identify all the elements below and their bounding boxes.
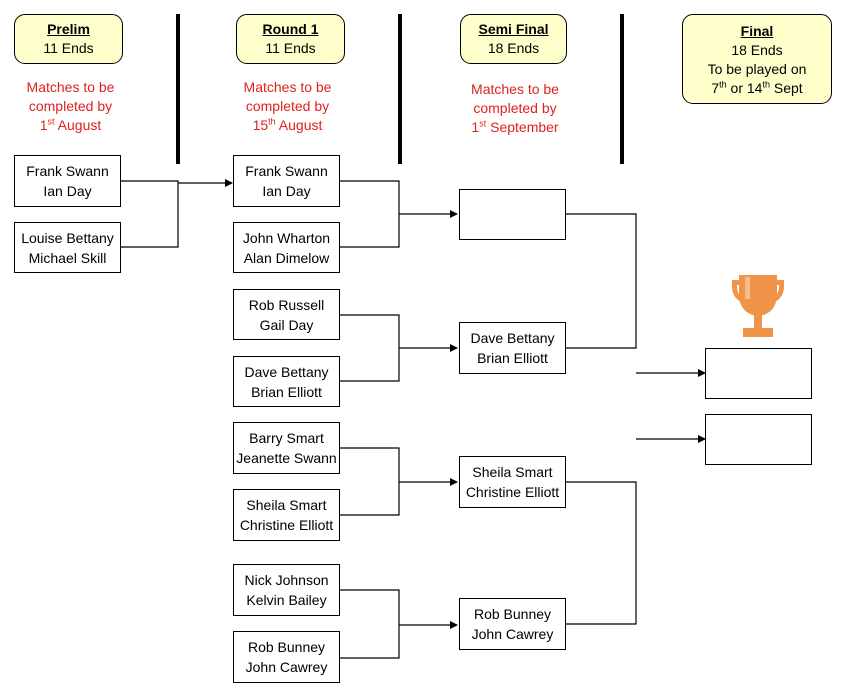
- header-final-ends: 18 Ends: [731, 42, 783, 58]
- team-player-2: Alan Dimelow: [243, 249, 330, 266]
- note-prelim: Matches to be completed by 1st August: [26, 79, 115, 133]
- final-team-1[interactable]: [705, 348, 812, 399]
- divider-1: [176, 14, 180, 164]
- team-player-1: Rob Russell: [248, 296, 325, 313]
- team-player-2: John Cawrey: [471, 626, 554, 642]
- team-player-2: Gail Day: [259, 316, 314, 333]
- team-player-2: Ian Day: [262, 183, 311, 199]
- prelim-match-1[interactable]: Frank Swann Ian Day: [14, 155, 121, 207]
- team-player-2: Christine Elliott: [465, 484, 560, 500]
- team-player-1: John Wharton: [242, 229, 331, 246]
- round1-team-6[interactable]: Sheila Smart Christine Elliott: [233, 489, 340, 541]
- connector-r1-d: [340, 589, 400, 659]
- round1-team-3[interactable]: Rob Russell Gail Day: [233, 289, 340, 340]
- header-final-schedule: To be played on: [707, 61, 807, 77]
- header-semi-ends: 18 Ends: [487, 40, 540, 56]
- team-player-1: Rob Bunney: [473, 606, 552, 622]
- divider-3: [620, 14, 624, 164]
- round1-team-5[interactable]: Barry Smart Jeanette Swann: [233, 422, 340, 474]
- trophy-icon: [732, 275, 784, 337]
- round1-team-8[interactable]: Rob Bunney John Cawrey: [233, 631, 340, 683]
- header-prelim: Prelim 11 Ends: [14, 14, 123, 64]
- team-player-1: Barry Smart: [249, 430, 324, 446]
- team-player-1: Nick Johnson: [244, 572, 329, 588]
- team-player-2: Jeanette Swann: [236, 450, 337, 466]
- round1-team-2[interactable]: John Wharton Alan Dimelow: [233, 222, 340, 273]
- team-player-2: Brian Elliott: [251, 383, 322, 400]
- connector-prelim: [121, 180, 179, 248]
- team-player-1: Frank Swann: [26, 163, 109, 179]
- note-semi: Matches to be completed by 1st September: [471, 81, 559, 135]
- team-player-1: Frank Swann: [245, 163, 328, 179]
- header-prelim-ends: 11 Ends: [43, 40, 94, 56]
- connector-semi-b: [566, 481, 637, 625]
- header-prelim-title: Prelim: [47, 21, 90, 37]
- team-player-1: Dave Bettany: [244, 363, 329, 380]
- connector-r1-c: [340, 447, 400, 516]
- team-player-1: Sheila Smart: [472, 464, 553, 480]
- header-semi-title: Semi Final: [478, 21, 549, 37]
- round1-team-4[interactable]: Dave Bettany Brian Elliott: [233, 356, 340, 407]
- semi-team-4[interactable]: Rob Bunney John Cawrey: [459, 598, 566, 650]
- header-round1-ends: 11 Ends: [265, 40, 316, 56]
- header-final-title: Final: [740, 23, 774, 39]
- note-round1: Matches to be completed by 15th August: [243, 79, 332, 133]
- team-player-1: Rob Bunney: [247, 639, 326, 655]
- connector-r1-a: [340, 180, 400, 248]
- team-player-2: Brian Elliott: [477, 350, 548, 366]
- header-final: Final 18 Ends To be played on 7th or 14t…: [682, 14, 832, 104]
- prelim-match-2[interactable]: Louise Bettany Michael Skill: [14, 222, 121, 273]
- final-team-2[interactable]: [705, 414, 812, 465]
- round1-team-7[interactable]: Nick Johnson Kelvin Bailey: [233, 564, 340, 616]
- team-player-1: Dave Bettany: [470, 330, 555, 346]
- round1-team-1[interactable]: Frank Swann Ian Day: [233, 155, 340, 207]
- divider-2: [398, 14, 402, 164]
- team-player-2: Kelvin Bailey: [246, 592, 327, 608]
- header-round1: Round 1 11 Ends: [236, 14, 345, 64]
- semi-team-1[interactable]: [459, 189, 566, 240]
- connector-r1-b: [340, 314, 400, 382]
- connector-semi-a: [566, 213, 637, 349]
- header-final-dates: 7th or 14th Sept: [711, 79, 803, 96]
- team-player-2: Michael Skill: [28, 249, 107, 266]
- semi-team-3[interactable]: Sheila Smart Christine Elliott: [459, 456, 566, 508]
- header-semi: Semi Final 18 Ends: [460, 14, 567, 64]
- semi-team-2[interactable]: Dave Bettany Brian Elliott: [459, 322, 566, 374]
- team-player-2: Ian Day: [43, 183, 92, 199]
- team-player-1: Louise Bettany: [21, 229, 114, 246]
- team-player-1: Sheila Smart: [246, 497, 327, 513]
- header-round1-title: Round 1: [262, 21, 319, 37]
- team-player-2: John Cawrey: [245, 659, 328, 675]
- team-player-2: Christine Elliott: [239, 517, 334, 533]
